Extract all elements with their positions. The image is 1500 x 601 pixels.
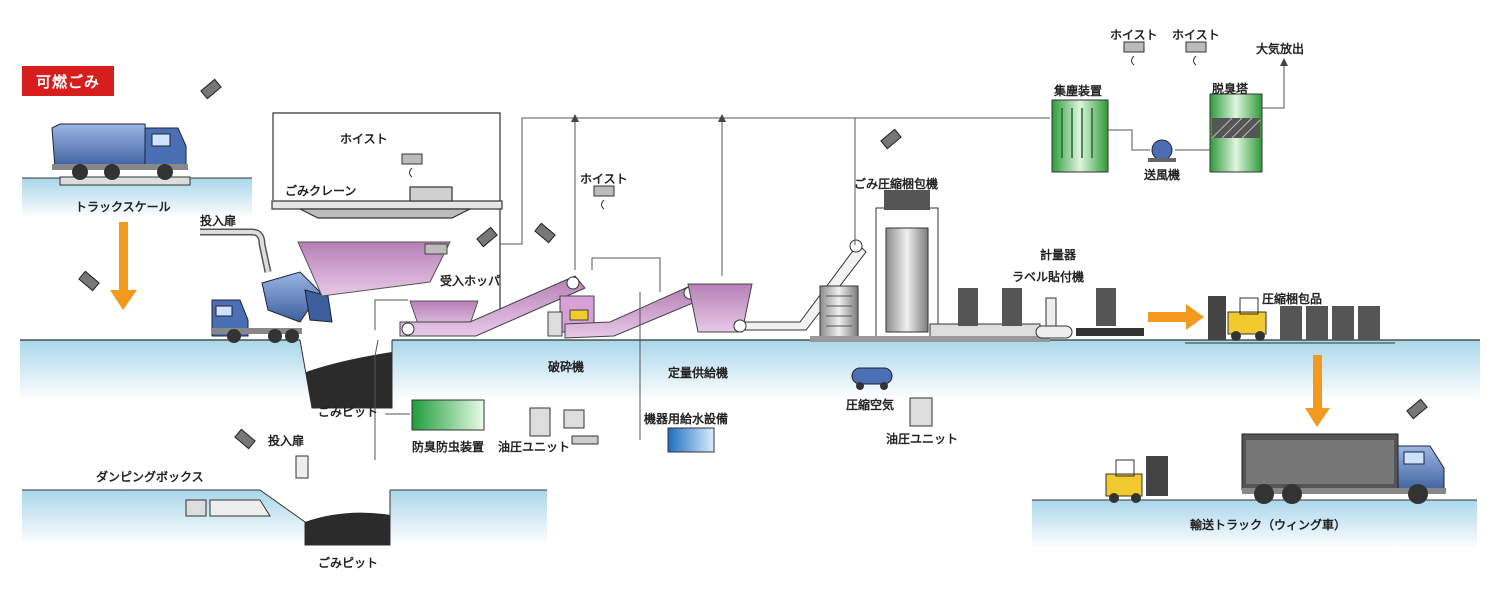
- label-garbage-crane: ごみクレーン: [285, 184, 357, 198]
- label-labeler: ラベル貼付機: [1012, 270, 1085, 284]
- label-input-door-bottom: 投入扉: [268, 434, 305, 448]
- bale-line: [958, 288, 1144, 339]
- flow-arrow-icon: [1305, 355, 1330, 427]
- label-truck-scale: トラックスケール: [75, 200, 171, 214]
- camera-icon: [880, 128, 902, 150]
- label-hydraulic-unit-left: 油圧ユニット: [498, 440, 571, 454]
- label-deodorizer-insect: 防臭防虫装置: [412, 440, 485, 454]
- label-hoist-crane: ホイスト: [340, 132, 388, 146]
- label-hydraulic-unit-right: 油圧ユニット: [886, 432, 959, 446]
- camera-icon: [78, 270, 100, 292]
- camera-icon: [1406, 398, 1428, 420]
- label-atmosphere: 大気放出: [1256, 42, 1305, 56]
- air-compressor: [851, 367, 893, 390]
- dump-truck: [211, 271, 333, 343]
- label-hoist-top-2: ホイスト: [1172, 28, 1220, 42]
- blower: [1148, 139, 1176, 162]
- baled-products: [1208, 296, 1380, 340]
- label-garbage-pit-bottom: ごみピット: [318, 556, 379, 570]
- label-baled-product: 圧縮梱包品: [1262, 292, 1323, 306]
- hoist-icon: [1123, 41, 1145, 66]
- hoist-icon: [593, 185, 615, 210]
- label-weighing: 計量器: [1040, 248, 1077, 262]
- hoist-icon: [401, 153, 423, 178]
- label-hoist-top-1: ホイスト: [1110, 28, 1158, 42]
- garbage-pit-top: [299, 339, 393, 409]
- flow-arrow-icon: [1148, 304, 1204, 330]
- ground-transport: [1032, 499, 1477, 548]
- dumping-box: [185, 455, 309, 517]
- label-deodorizing-tower: 脱臭塔: [1212, 82, 1249, 96]
- camera-icon: [476, 226, 498, 248]
- flow-arrow-icon: [110, 222, 137, 310]
- category-badge: 可燃ごみ: [22, 66, 114, 96]
- forklift-bottom: [1105, 456, 1168, 503]
- ground-truck-scale: [22, 176, 252, 218]
- label-blower: 送風機: [1144, 168, 1181, 182]
- label-dust-collector: 集塵装置: [1054, 84, 1103, 98]
- label-compressor-baler: ごみ圧縮梱包機: [854, 177, 939, 191]
- label-receiving-hopper: 受入ホッパ: [440, 274, 501, 288]
- ground-main: [20, 339, 1480, 400]
- input-door-chute: [200, 228, 272, 273]
- hoist-icon: [1185, 41, 1207, 66]
- forklift-top: [1227, 297, 1267, 341]
- conveyor-hopper-crusher: [399, 275, 586, 337]
- camera-icon: [534, 222, 556, 244]
- garbage-pit-bottom: [259, 489, 391, 546]
- dust-collector: [1051, 99, 1109, 173]
- compressor-baler: [810, 190, 1050, 342]
- label-constant-feeder: 定量供給機: [668, 366, 729, 380]
- camera-icon: [200, 78, 222, 100]
- hydraulic-unit-left: [529, 407, 599, 445]
- label-water-supply: 機器用給水設備: [644, 412, 729, 426]
- water-supply-unit: [667, 427, 715, 453]
- label-dumping-box: ダンピングボックス: [96, 470, 204, 484]
- hydraulic-unit-right: [909, 397, 933, 427]
- wing-truck: [1241, 433, 1446, 504]
- exhaust-duct: [374, 58, 1288, 460]
- crane-building: [271, 112, 503, 326]
- conveyor-to-baler: [733, 239, 867, 333]
- label-transport-truck: 輸送トラック（ウィング車）: [1190, 518, 1347, 532]
- label-hoist-crusher: ホイスト: [580, 172, 628, 186]
- deodorizer-insect-unit: [411, 399, 485, 431]
- label-crusher: 破砕機: [548, 360, 585, 374]
- garbage-truck-scale: [51, 123, 188, 180]
- label-compressed-air: 圧縮空気: [846, 398, 895, 412]
- label-input-door-top: 投入扉: [200, 214, 237, 228]
- camera-icon: [234, 428, 256, 450]
- deodorizing-tower: [1209, 93, 1263, 173]
- label-garbage-pit-top: ごみピット: [318, 405, 379, 419]
